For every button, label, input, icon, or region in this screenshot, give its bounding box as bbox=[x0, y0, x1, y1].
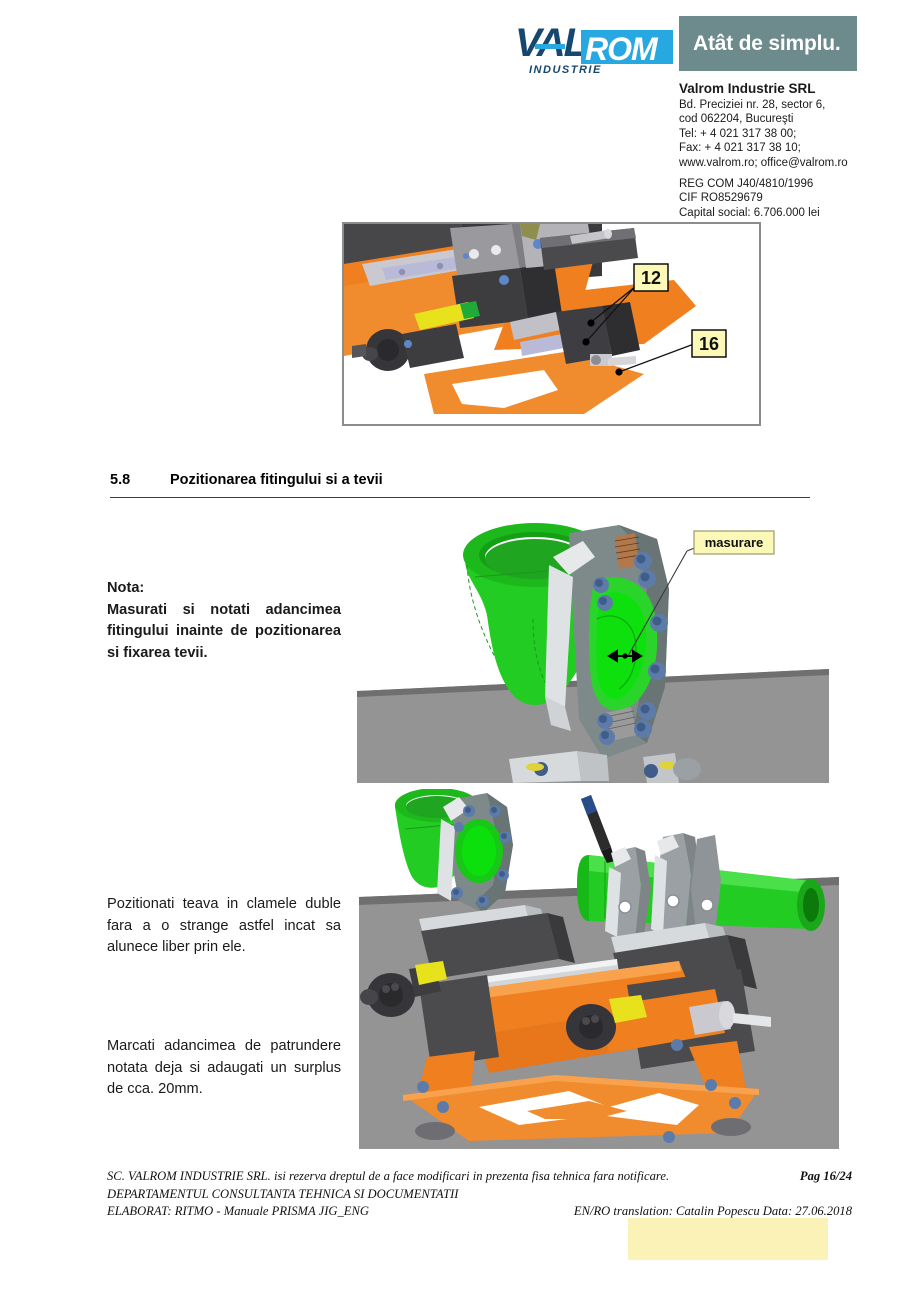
svg-text:ROM: ROM bbox=[585, 31, 659, 67]
clamp-bolts bbox=[593, 552, 668, 745]
note-text: Masurati si notati adancimea fitingului … bbox=[107, 601, 341, 661]
company-phone: Tel: + 4 021 317 38 00; bbox=[679, 127, 797, 140]
section-number: 5.8 bbox=[110, 472, 131, 488]
figure-welding-machine-setup bbox=[359, 789, 839, 1149]
section-title: Pozitionarea fitingului si a tevii bbox=[170, 472, 383, 488]
adjust-knobs bbox=[360, 961, 771, 1051]
callout-12-group: 12 bbox=[633, 263, 669, 292]
slogan-banner: Atât de simplu. bbox=[679, 16, 857, 71]
page-number: Pag 16/24 bbox=[799, 1169, 852, 1183]
footer-highlight-block bbox=[628, 1218, 828, 1260]
logo-svg: VAL ROM INDUSTRIE bbox=[515, 21, 673, 76]
svg-text:VAL: VAL bbox=[515, 21, 587, 65]
svg-text:INDUSTRIE: INDUSTRIE bbox=[529, 64, 602, 76]
company-fax: Fax: + 4 021 317 38 10; bbox=[679, 142, 801, 155]
company-reg-com: REG COM J40/4810/1996 bbox=[679, 178, 814, 191]
instruction-paragraph-3: Marcati adancimea de patrundere notata d… bbox=[107, 1038, 341, 1097]
right-double-clamps bbox=[605, 833, 721, 957]
footer-department: DEPARTAMENTUL CONSULTANTA TEHNICA SI DOC… bbox=[107, 1186, 459, 1201]
callout-masurare-label: masurare bbox=[705, 535, 764, 550]
instruction-paragraph-2: Pozitionati teava in clamele duble fara … bbox=[107, 896, 341, 955]
orange-frame bbox=[419, 961, 755, 1073]
callout-masurare-group: masurare bbox=[693, 530, 775, 555]
company-info-block: Valrom Industrie SRL Bd. Preciziei nr. 2… bbox=[679, 80, 909, 220]
section-divider bbox=[110, 497, 810, 498]
measurement-arrow bbox=[607, 649, 643, 663]
figure-fitting-measurement: masurare bbox=[357, 519, 829, 783]
marker-pen bbox=[581, 795, 615, 863]
company-web-email: www.valrom.ro; office@valrom.ro bbox=[679, 156, 848, 169]
note-block: Nota: Masurati si notati adancimea fitin… bbox=[107, 578, 341, 664]
valrom-industrie-logo: VAL ROM INDUSTRIE bbox=[515, 16, 677, 78]
slogan-text: Atât de simplu. bbox=[693, 31, 841, 55]
callout-16-label: 16 bbox=[699, 334, 719, 354]
company-cif: CIF RO8529679 bbox=[679, 192, 763, 205]
callout-16-group: 16 bbox=[691, 329, 727, 358]
company-address-line1: Bd. Preciziei nr. 28, sector 6, bbox=[679, 99, 826, 111]
figure-machine-detail: 12 16 bbox=[342, 222, 761, 426]
company-address-line2: cod 062204, Bucureşti bbox=[679, 113, 794, 126]
figure-fitting-measurement-svg: masurare bbox=[357, 519, 829, 783]
callout-12-label: 12 bbox=[641, 268, 661, 288]
company-capital: Capital social: 6.706.000 lei bbox=[679, 206, 820, 219]
figure-machine-detail-svg: 12 16 bbox=[344, 224, 755, 420]
section-heading: 5.8 Pozitionarea fitingului si a tevii bbox=[110, 472, 810, 498]
figure-welding-machine-setup-svg bbox=[359, 789, 839, 1149]
orange-base bbox=[403, 1041, 759, 1143]
footer-translation: EN/RO translation: Catalin Popescu Data:… bbox=[573, 1204, 852, 1218]
footer-elaborat: ELABORAT: RITMO - Manuale PRISMA JIG_ENG bbox=[107, 1204, 369, 1218]
page-footer: SC. VALROM INDUSTRIE SRL. isi rezerva dr… bbox=[107, 1168, 852, 1221]
note-label: Nota: bbox=[107, 580, 145, 596]
page-header: VAL ROM INDUSTRIE Atât de simplu. Valrom… bbox=[0, 0, 920, 219]
footer-disclaimer: SC. VALROM INDUSTRIE SRL. isi rezerva dr… bbox=[107, 1169, 670, 1183]
company-name: Valrom Industrie SRL bbox=[679, 81, 816, 96]
